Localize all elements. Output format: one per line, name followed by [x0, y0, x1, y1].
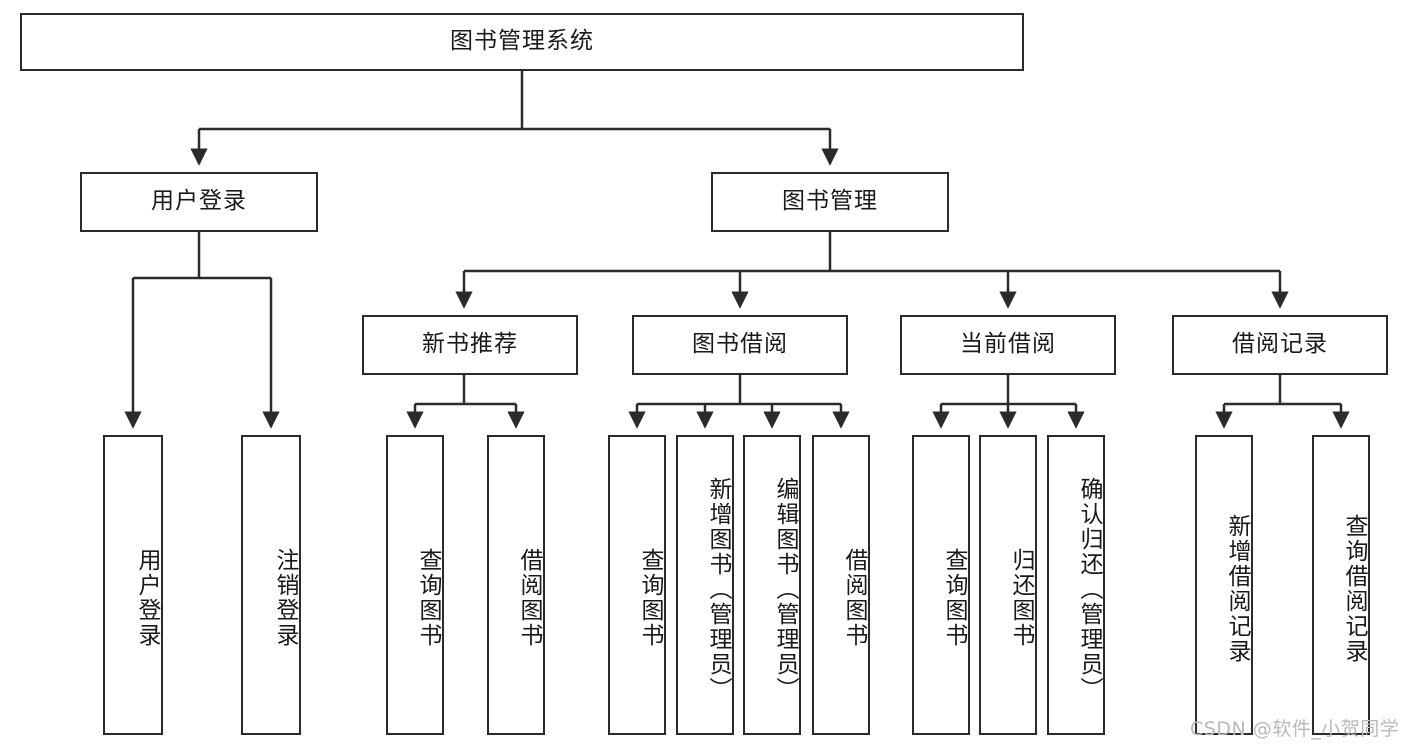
node-user-login[interactable]: 用户登录: [80, 172, 318, 232]
node-root-label: 图书管理系统: [450, 28, 594, 55]
node-leaf-user-login-label: 用户登录: [134, 548, 160, 648]
node-leaf-query-book-1-label: 查询图书: [415, 548, 441, 648]
node-leaf-edit-book-label: 编辑图书（管理员）: [772, 476, 798, 702]
node-leaf-query-book-3-label: 查询图书: [941, 548, 967, 648]
node-leaf-query-book-1[interactable]: 查询图书: [386, 435, 444, 735]
csdn-watermark: CSDN @软件_小贺同学: [1190, 718, 1400, 740]
node-leaf-borrow-book-1[interactable]: 借阅图书: [487, 435, 545, 735]
node-book-manage-label: 图书管理: [782, 188, 878, 215]
node-new-book-recommend-label: 新书推荐: [422, 331, 518, 358]
node-leaf-add-record-label: 新增借阅记录: [1224, 514, 1250, 664]
node-current-borrow-label: 当前借阅: [960, 331, 1056, 358]
node-borrow-record-label: 借阅记录: [1232, 331, 1328, 358]
node-leaf-query-record-label: 查询借阅记录: [1341, 514, 1367, 664]
node-book-borrow[interactable]: 图书借阅: [632, 315, 848, 375]
node-leaf-borrow-book-2-label: 借阅图书: [841, 548, 867, 648]
node-leaf-edit-book[interactable]: 编辑图书（管理员）: [743, 435, 801, 735]
node-leaf-add-book[interactable]: 新增图书（管理员）: [676, 435, 734, 735]
node-leaf-query-record[interactable]: 查询借阅记录: [1312, 435, 1370, 735]
node-leaf-add-record[interactable]: 新增借阅记录: [1195, 435, 1253, 735]
node-leaf-logout-login[interactable]: 注销登录: [241, 435, 301, 735]
node-root[interactable]: 图书管理系统: [20, 13, 1024, 71]
node-book-borrow-label: 图书借阅: [692, 331, 788, 358]
node-leaf-user-login[interactable]: 用户登录: [103, 435, 163, 735]
node-leaf-borrow-book-2[interactable]: 借阅图书: [812, 435, 870, 735]
node-current-borrow[interactable]: 当前借阅: [900, 315, 1116, 375]
node-book-manage[interactable]: 图书管理: [711, 172, 949, 232]
node-leaf-query-book-2-label: 查询图书: [637, 548, 663, 648]
node-leaf-query-book-3[interactable]: 查询图书: [912, 435, 970, 735]
node-borrow-record[interactable]: 借阅记录: [1172, 315, 1388, 375]
node-leaf-borrow-book-1-label: 借阅图书: [516, 548, 542, 648]
node-leaf-return-book-label: 归还图书: [1008, 548, 1034, 648]
node-leaf-logout-login-label: 注销登录: [272, 548, 298, 648]
node-leaf-add-book-label: 新增图书（管理员）: [705, 476, 731, 702]
node-leaf-query-book-2[interactable]: 查询图书: [608, 435, 666, 735]
node-leaf-return-book[interactable]: 归还图书: [979, 435, 1037, 735]
node-user-login-label: 用户登录: [151, 188, 247, 215]
node-leaf-confirm-return[interactable]: 确认归还（管理员）: [1047, 435, 1105, 735]
node-new-book-recommend[interactable]: 新书推荐: [362, 315, 578, 375]
node-leaf-confirm-return-label: 确认归还（管理员）: [1076, 476, 1102, 702]
